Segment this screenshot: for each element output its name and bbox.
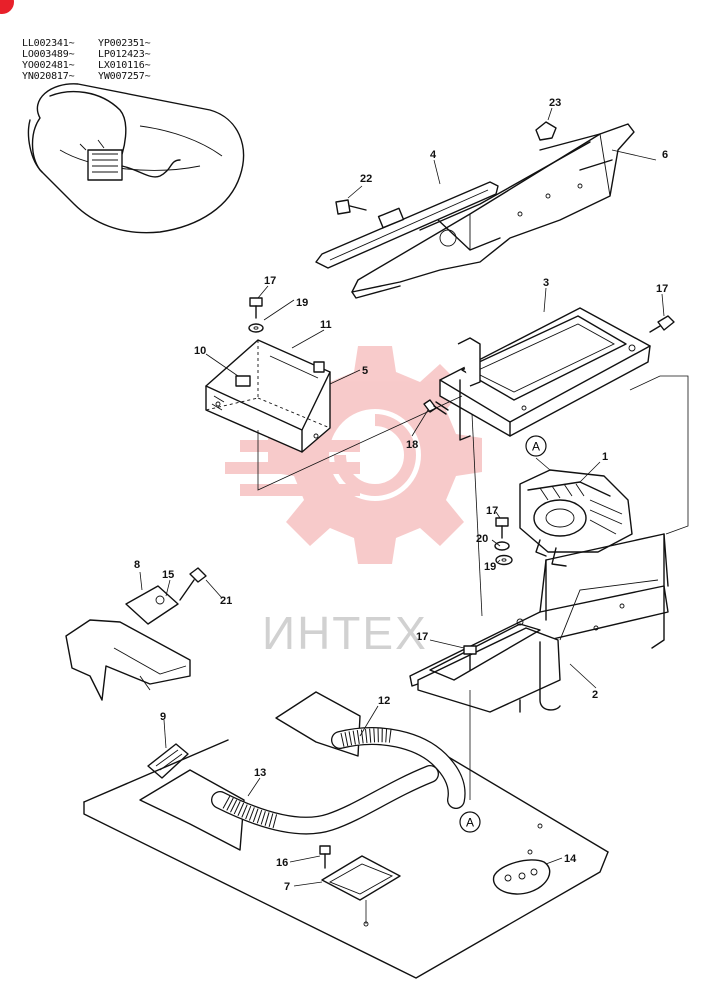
callout-17: 17 xyxy=(264,275,276,287)
callout-7: 7 xyxy=(284,881,290,893)
left-bracket-support xyxy=(65,619,191,701)
callout-1: 1 xyxy=(602,451,608,463)
callout-9: 9 xyxy=(160,711,166,723)
callout-6: 6 xyxy=(662,149,668,161)
callout-21: 21 xyxy=(220,595,232,607)
bolt-17-lower xyxy=(463,645,477,671)
bolt-23 xyxy=(535,107,557,141)
callout-leaders xyxy=(139,149,665,887)
callout-4: 4 xyxy=(430,149,437,161)
serial-number: YO002481~ xyxy=(22,60,75,71)
part-2-mounting-base xyxy=(409,533,669,713)
callout-11: 11 xyxy=(320,319,332,331)
part-8-cover-plate xyxy=(125,585,179,625)
callout-14: 14 xyxy=(564,853,577,865)
serial-number: LO003489~ xyxy=(22,49,75,60)
serial-number: LL002341~ xyxy=(22,38,75,49)
serial-number: LX010116~ xyxy=(98,60,151,71)
callout-5: 5 xyxy=(362,365,368,377)
serial-number: YP002351~ xyxy=(98,38,151,49)
connector-mark-label: A xyxy=(466,816,474,830)
bolt-17-washers-20-19-mid xyxy=(494,517,513,566)
callout-22: 22 xyxy=(360,173,372,185)
part-4-slide-rail xyxy=(315,181,499,269)
part-13-hose xyxy=(211,765,439,835)
connector-mark-a-bottom: A xyxy=(459,811,481,833)
part-6-support-bracket xyxy=(351,123,635,299)
callout-17: 17 xyxy=(656,283,668,295)
part-1-heater-unit xyxy=(519,469,633,567)
callout-17: 17 xyxy=(486,505,498,517)
callout-19: 19 xyxy=(296,297,308,309)
serial-number: YN020817~ xyxy=(22,71,75,82)
assembly-leader-lines xyxy=(257,375,689,924)
part-7-access-cover xyxy=(321,855,401,901)
callout-23: 23 xyxy=(549,97,561,109)
part-9-vent-grille xyxy=(147,743,189,779)
bolt-16 xyxy=(319,845,331,869)
serial-number: YW007257~ xyxy=(98,71,151,82)
callout-16: 16 xyxy=(276,857,288,869)
callout-18: 18 xyxy=(406,439,418,451)
callout-17: 17 xyxy=(416,631,428,643)
inset-seat-overview xyxy=(27,83,245,234)
part-12-hose xyxy=(331,727,466,809)
part-3-frame xyxy=(439,307,651,441)
callout-13: 13 xyxy=(254,767,266,779)
part-21-bolt xyxy=(179,567,207,601)
callout-12: 12 xyxy=(378,695,390,707)
callout-8: 8 xyxy=(134,559,140,571)
bolt-17-upper-right xyxy=(649,315,675,333)
callout-10: 10 xyxy=(194,345,206,357)
callout-2: 2 xyxy=(592,689,598,701)
callout-labels: 23 4 6 22 3 17 17 19 11 10 5 18 1 17 20 … xyxy=(134,97,668,893)
connector-mark-a-top: A xyxy=(525,435,547,457)
callout-3: 3 xyxy=(543,277,549,289)
serial-number: LP012423~ xyxy=(98,49,151,60)
callout-19: 19 xyxy=(484,561,496,573)
callout-20: 20 xyxy=(476,533,488,545)
callout-15: 15 xyxy=(162,569,174,581)
serial-number-list: LL002341~ YP002351~ LO003489~ LP012423~ … xyxy=(22,38,178,82)
part-14-grommet xyxy=(492,859,551,895)
part-5-controller-box xyxy=(205,339,331,453)
connector-mark-label: A xyxy=(532,440,540,454)
watermark-text: ИНТЕХ xyxy=(262,607,428,659)
bolt-17-washer-19-left xyxy=(248,297,264,333)
bolt-22 xyxy=(335,185,367,215)
